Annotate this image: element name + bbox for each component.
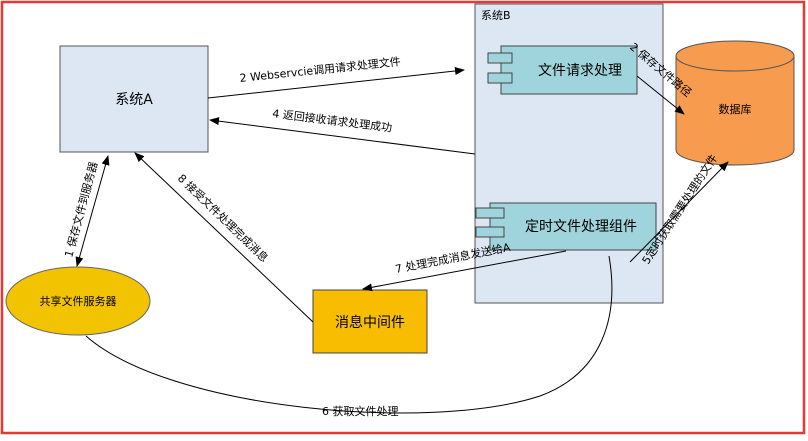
system-b-label: 系统B bbox=[481, 9, 511, 22]
mq-label: 消息中间件 bbox=[335, 314, 405, 331]
edge-4-line bbox=[209, 117, 476, 155]
edge-5-line bbox=[629, 161, 729, 263]
file-request-component: 文件请求处理 bbox=[487, 45, 638, 95]
edge-2b-line bbox=[636, 75, 685, 115]
edge-1-label: 1 保存文件到服务器 bbox=[61, 160, 100, 259]
edge-2-label: 2 Webservcie调用请求处理文件 bbox=[239, 54, 401, 85]
file-server-node: 共享文件服务器 bbox=[5, 266, 151, 336]
edge-7-line bbox=[362, 250, 567, 292]
timer-component-label: 定时文件处理组件 bbox=[525, 219, 637, 235]
database-node: 数据库 bbox=[675, 40, 795, 166]
mq-node: 消息中间件 bbox=[312, 289, 428, 354]
database-label: 数据库 bbox=[719, 102, 752, 116]
system-a-node: 系统A bbox=[59, 45, 209, 153]
file-server-label: 共享文件服务器 bbox=[40, 294, 117, 308]
edge-8-label: 8 接受文件处理完成消息 bbox=[175, 171, 271, 265]
system-a-label: 系统A bbox=[115, 92, 153, 108]
timer-component: 定时文件处理组件 bbox=[475, 202, 657, 251]
file-request-label: 文件请求处理 bbox=[538, 63, 622, 79]
edge-6-label: 6 获取文件处理 bbox=[322, 404, 399, 418]
edge-2-line bbox=[207, 67, 465, 99]
edge-6-curve bbox=[85, 255, 613, 414]
edge-8-line bbox=[134, 152, 314, 323]
edge-1-line bbox=[75, 155, 110, 267]
